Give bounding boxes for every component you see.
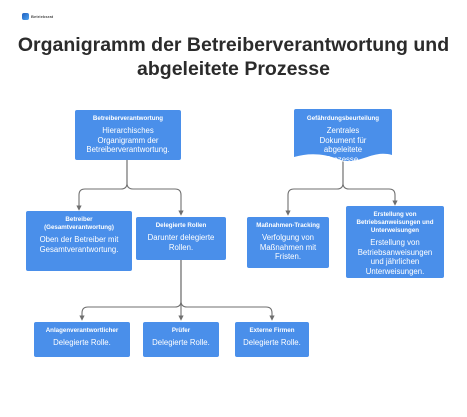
node-title: Betreiberverantwortung [92,115,164,122]
connector-betriebsanweisungen [342,160,398,206]
node-title: Anlagenverantwortlicher [45,327,119,334]
node-title: Delegierte Rollen [155,222,207,229]
node-text: Verfolgung von Maßnahmen mit Fristen. [259,233,317,261]
node-text: Oben der Betreiber mit Gesamtverantwortu… [39,235,119,254]
node-text: Delegierte Rolle. [152,338,210,347]
node-title: Betreiber (Gesamtverantwortung) [44,216,114,231]
page-title: Organigramm der Betreiberverantwortung u… [0,33,467,81]
node-text: Erstellung von Betriebsanweisungen und j… [357,238,433,276]
logo-text: Betriebsrat [31,14,54,19]
node-text: Delegierte Rolle. [53,338,111,347]
node-title: Erstellung von Betriebsanweisungen und U… [356,211,434,234]
logo: Betriebsrat [22,13,53,20]
node-gefaehrdungsbeurteilung: Gefährdungsbeurteilung Zentrales Dokumen… [294,109,392,164]
doc-content: Gefährdungsbeurteilung Zentrales Dokumen… [294,109,392,170]
connector-externe-firmen [180,260,275,321]
connector-betreiber [76,160,128,211]
node-text: Darunter delegierte Rollen. [147,233,215,252]
title-line-2: abgeleitete Prozesse [137,58,330,80]
logo-icon [22,13,29,20]
node-text: Hierarchisches Organigramm der Betreiber… [86,126,170,154]
node-betriebsanweisungen: Erstellung von Betriebsanweisungen und U… [346,206,444,278]
node-massnahmen-tracking: Maßnahmen-Tracking Verfolgung von Maßnah… [247,217,329,268]
node-betreiberverantwortung: Betreiberverantwortung Hierarchisches Or… [75,110,181,160]
node-externe-firmen: Externe Firmen Delegierte Rolle. [235,322,309,357]
node-text: Delegierte Rolle. [243,338,301,347]
connector-delegierte-rollen [126,160,184,216]
title-line-1: Organigramm der Betreiberverantwortung u… [17,34,450,56]
connector-massnahmen [285,160,344,216]
document-shape [294,109,392,162]
node-title: Maßnahmen-Tracking [256,222,320,229]
node-delegierte-rollen: Delegierte Rollen Darunter delegierte Ro… [136,217,226,260]
node-title: Prüfer [171,327,191,334]
node-title: Externe Firmen [249,327,295,334]
node-pruefer: Prüfer Delegierte Rolle. [143,322,219,357]
node-title: Gefährdungsbeurteilung [306,115,380,122]
node-betreiber: Betreiber (Gesamtverantwortung) Oben der… [26,211,132,271]
node-anlagenverantwortlicher: Anlagenverantwortlicher Delegierte Rolle… [34,322,130,357]
node-text: Zentrales Dokument für abgeleitete Proze… [319,126,367,164]
